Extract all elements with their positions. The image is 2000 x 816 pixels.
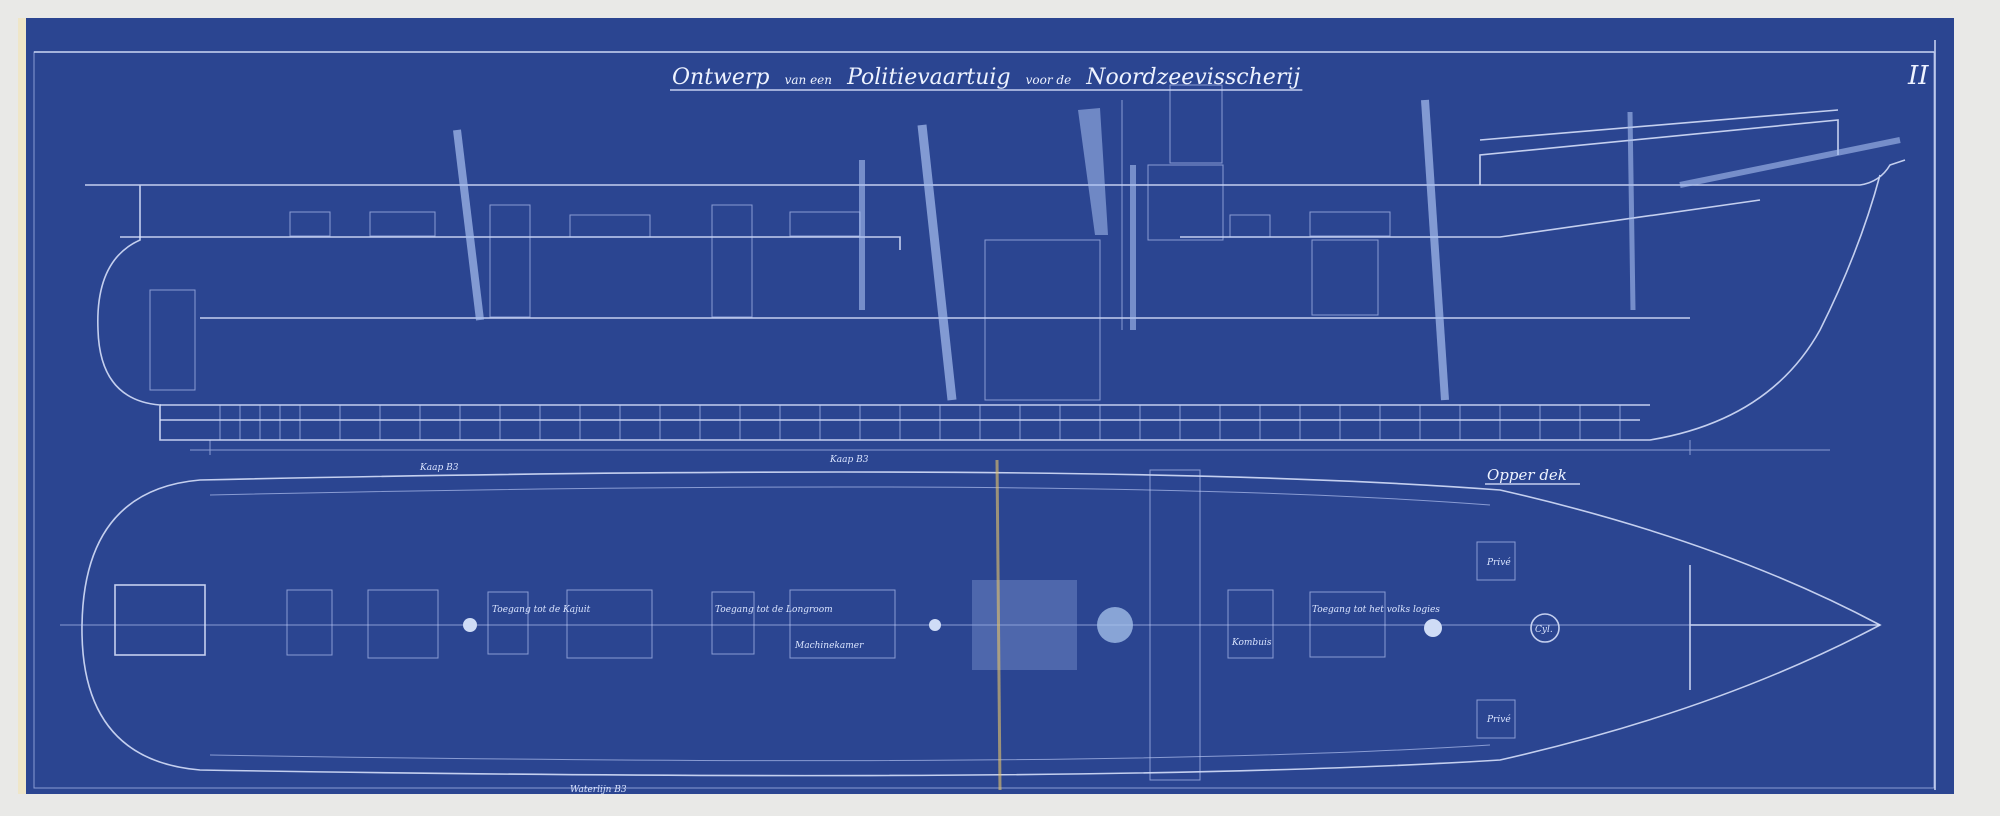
- bulwark-lines: [209, 486, 1491, 762]
- title-word-4: voor de: [1026, 73, 1072, 87]
- deck-label-cyl: Cyl.: [1535, 625, 1553, 635]
- sheet-number: II: [1907, 61, 1929, 91]
- masts-and-funnels: [453, 99, 1901, 401]
- upper-deck: [120, 199, 1761, 250]
- title-word-1: Ontwerp: [672, 65, 770, 90]
- ventilator-1: [463, 618, 477, 632]
- deck-label-prive-2: Privé: [1486, 714, 1511, 725]
- deck-outline: [81, 471, 1882, 777]
- side-label-2: Kaap B3: [829, 455, 869, 465]
- title-word-3: Politievaartuig: [846, 65, 1010, 90]
- engine-room-grating: [972, 580, 1077, 670]
- title-word-5: Noordzeevisscherij: [1085, 65, 1300, 90]
- paper-edge-strip: [18, 18, 28, 794]
- funnel-opening: [1097, 607, 1133, 643]
- cylinder-circle: [1530, 613, 1560, 643]
- skylight-grating: [114, 584, 206, 656]
- bottom-label: Waterlijn B3: [570, 785, 627, 795]
- deckhouses-side: [149, 84, 1391, 401]
- title-text: Ontwerp van een Politievaartuig voor de …: [672, 65, 1300, 90]
- blueprint-background: [26, 18, 1954, 794]
- deck-label-longroom: Toegang tot de Longroom: [715, 605, 833, 615]
- deck-plan: Cyl. Toegang tot de Kajuit Toegang tot d…: [60, 459, 1882, 795]
- title-word-2: van een: [785, 73, 832, 87]
- side-elevation: Kaap B3 Kaap B3: [85, 84, 1906, 473]
- deck-label-prive-1: Privé: [1486, 557, 1511, 568]
- hull-outline: [85, 159, 1906, 441]
- side-label-1: Kaap B3: [419, 463, 459, 473]
- frame-ticks: [219, 405, 1621, 440]
- forecastle: [1479, 109, 1839, 185]
- deck-label-kombuis: Kombuis: [1231, 638, 1272, 648]
- deck-label-kajuit: Toegang tot de Kajuit: [492, 605, 591, 615]
- deck-houses: [286, 469, 1516, 781]
- drawing-title: Ontwerp van een Politievaartuig voor de …: [670, 65, 1303, 91]
- bow-structure: [1689, 565, 1880, 690]
- baseline-ruler: [190, 440, 1830, 455]
- ventilator-2: [929, 619, 941, 631]
- ventilator-3: [1424, 619, 1442, 637]
- fold-repair-tape: [995, 459, 1002, 791]
- deck-plan-title: Opper dek: [1487, 466, 1567, 484]
- deck-label-logies: Toegang tot het volks logies: [1312, 605, 1440, 615]
- deck-label-machinekamer: Machinekamer: [794, 641, 864, 651]
